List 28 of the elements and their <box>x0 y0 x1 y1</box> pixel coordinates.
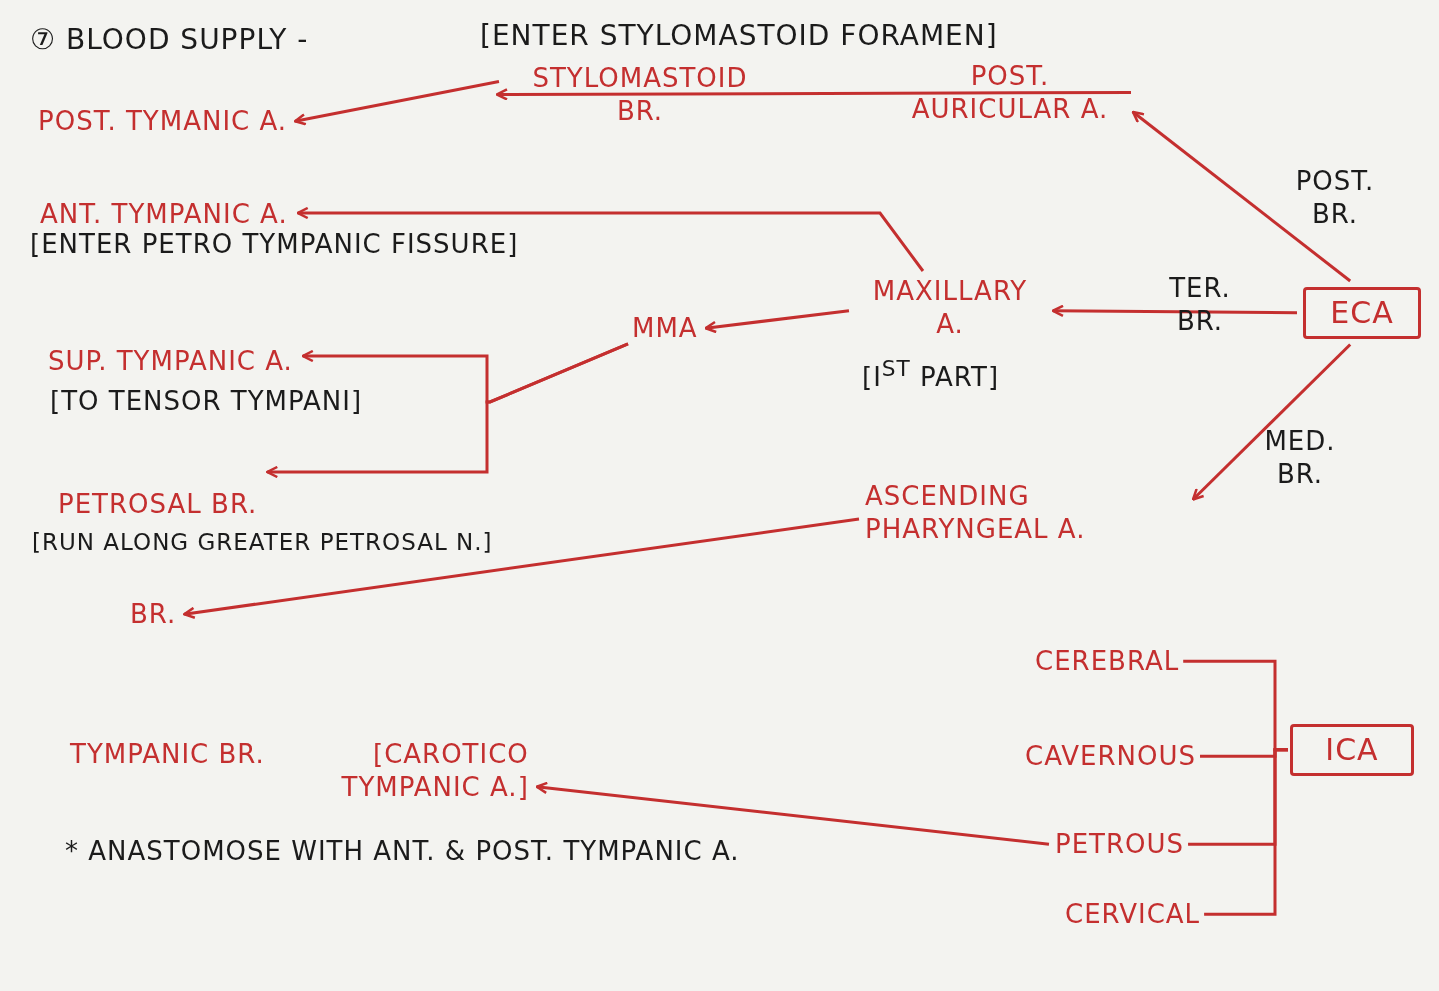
artery-label: STYLOMASTOID BR. <box>505 62 775 127</box>
artery-label: PETROUS <box>1055 828 1185 861</box>
artery-label: CERVICAL <box>1065 898 1201 931</box>
artery-label: CAVERNOUS <box>1025 740 1196 773</box>
edge-label: MED. BR. <box>1263 425 1337 490</box>
edge-label: POST. BR. <box>1294 165 1376 230</box>
artery-label: MMA <box>632 312 698 345</box>
note-text: [TO TENSOR TYMPANI] <box>50 385 363 418</box>
artery-label: SUP. TYMPANIC A. <box>48 345 293 378</box>
artery-label: POST. TYMANIC A. <box>38 105 288 138</box>
artery-label: CEREBRAL <box>1035 645 1180 678</box>
title: ⑦ BLOOD SUPPLY - <box>30 22 309 57</box>
artery-label: MAXILLARY A. <box>855 275 1045 340</box>
note-text: [ENTER PETRO TYMPANIC FISSURE] <box>30 228 519 261</box>
artery-label: PETROSAL BR. <box>58 488 258 521</box>
artery-label: BR. <box>130 598 177 631</box>
artery-box: ECA <box>1303 287 1421 339</box>
edge-label: TER. BR. <box>1168 272 1232 337</box>
note-text: [RUN ALONG GREATER PETROSAL N.] <box>32 528 493 557</box>
note-text: * ANASTOMOSE WITH ANT. & POST. TYMPANIC A. <box>65 835 740 868</box>
artery-box: ICA <box>1290 724 1414 776</box>
artery-label: ASCENDING PHARYNGEAL A. <box>865 480 1185 545</box>
note-text: [I$^{ST}$ PART] <box>862 355 1000 394</box>
artery-label: POST. AURICULAR A. <box>895 60 1125 125</box>
note-text: [ENTER STYLOMASTOID FORAMEN] <box>480 18 998 53</box>
artery-label: [CAROTICO TYMPANIC A.] <box>340 738 529 803</box>
artery-label: TYMPANIC BR. <box>70 738 265 771</box>
artery-label: ANT. TYMPANIC A. <box>40 198 288 231</box>
